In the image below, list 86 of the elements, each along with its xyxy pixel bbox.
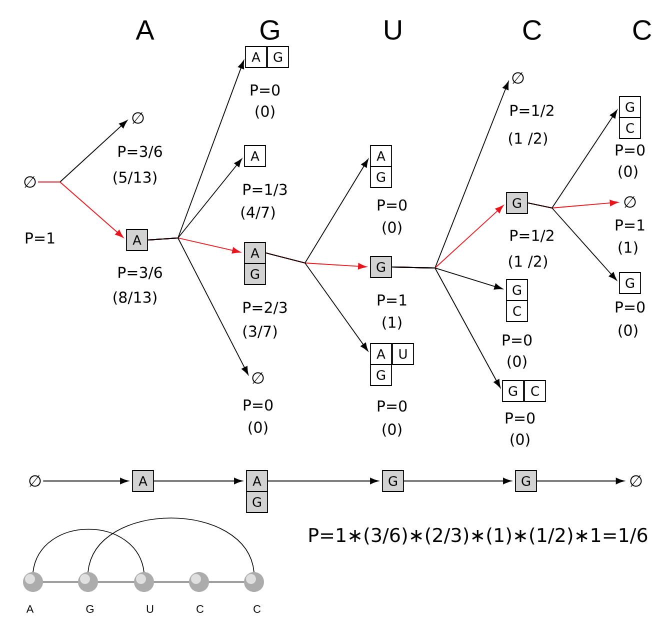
probability-label: (0) <box>256 105 274 119</box>
stack-cell: G <box>619 96 641 118</box>
label: C <box>254 605 261 613</box>
probability-label: (4/7) <box>241 206 275 220</box>
stack-cell: A <box>245 46 267 68</box>
arrow <box>528 202 617 280</box>
probability-label: (0) <box>248 421 268 435</box>
probability-label: P=0 <box>502 334 532 346</box>
stack-cell: G <box>506 192 528 214</box>
label: A <box>26 605 34 613</box>
stack-cell: G <box>382 470 404 492</box>
probability-label: P=1 <box>616 220 644 230</box>
empty-symbol: ∅ <box>132 112 144 124</box>
stack-cell: A <box>370 343 392 365</box>
probability-label: (1) <box>618 241 638 255</box>
stack-cell: G <box>506 279 528 301</box>
probability-label: P=3/6 <box>118 146 162 158</box>
empty-symbol: ∅ <box>512 72 524 84</box>
empty-symbol: ∅ <box>630 475 642 487</box>
label: G <box>86 605 94 613</box>
label: A <box>136 20 154 40</box>
stack-cell: A <box>132 470 154 492</box>
stack-cell: G <box>370 364 392 386</box>
probability-label: P=0 <box>616 144 645 156</box>
arrow <box>536 478 624 484</box>
stack-cell: G <box>370 256 392 278</box>
probability-label: (0) <box>382 221 402 235</box>
probability-label: P=3/6 <box>118 266 162 280</box>
label: P=1∗(3/6)∗(2/3)∗(1)∗(1/2)∗1=1/6 <box>309 528 648 544</box>
probability-label: (0) <box>618 324 638 338</box>
probability-label: P=0 <box>506 412 535 424</box>
arrow <box>148 238 248 375</box>
empty-symbol: ∅ <box>624 196 636 208</box>
probability-label: (0) <box>618 165 638 179</box>
probability-label: (3/7) <box>243 325 277 339</box>
probability-label: P=0 <box>378 400 407 412</box>
empty-symbol: ∅ <box>29 475 41 487</box>
probability-label: P=1 <box>378 294 406 306</box>
probability-label: P=1 <box>26 232 54 244</box>
arrow <box>38 182 124 238</box>
stack-cell: C <box>506 300 528 322</box>
probability-label: P=1/3 <box>244 184 287 196</box>
arrow <box>42 478 129 484</box>
probability-label: (1 /2) <box>508 132 547 146</box>
stack-cell: C <box>619 117 641 139</box>
stack-cell: C <box>524 380 546 402</box>
probability-label: (0) <box>382 423 402 437</box>
probability-label: P=1/2 <box>510 230 554 242</box>
stack-cell: G <box>515 470 537 492</box>
probability-label: (8/13) <box>114 291 156 305</box>
stack-cell: G <box>267 46 289 68</box>
stack-cell: G <box>502 380 524 402</box>
label: C <box>633 20 652 40</box>
probability-label: (0) <box>508 355 526 369</box>
stack-cell: G <box>244 263 266 285</box>
label: C <box>196 605 204 613</box>
label: G <box>260 20 279 40</box>
arrow <box>154 478 243 484</box>
stack-cell: U <box>392 343 414 365</box>
arrow <box>392 266 501 388</box>
arrow <box>266 252 368 352</box>
label: U <box>385 20 401 40</box>
stack-cell: A <box>370 145 392 167</box>
empty-symbol: ∅ <box>24 176 36 188</box>
stack-cell: G <box>370 166 392 188</box>
stack-cell: A <box>126 229 148 251</box>
probability-label: (5/13) <box>114 171 156 185</box>
probability-label: P=0 <box>378 199 407 211</box>
probability-label: (1 /2) <box>508 255 547 269</box>
stack-cell: A <box>244 145 266 167</box>
arrow <box>268 478 379 484</box>
probability-label: P=0 <box>244 399 273 411</box>
probability-label: P=0 <box>250 84 280 96</box>
probability-label: P=1/2 <box>510 104 554 118</box>
stack-cell: G <box>246 491 268 513</box>
probability-label: (0) <box>510 433 530 447</box>
stack-cell: A <box>244 242 266 264</box>
arrow <box>404 478 512 484</box>
label: U <box>146 605 154 613</box>
label: C <box>523 20 542 40</box>
stack-cell: G <box>619 272 641 294</box>
stack-cell: A <box>246 470 268 492</box>
probability-label: (1) <box>382 316 402 330</box>
empty-symbol: ∅ <box>252 372 264 384</box>
probability-label: P=0 <box>616 301 645 313</box>
probability-label: P=2/3 <box>244 302 287 314</box>
